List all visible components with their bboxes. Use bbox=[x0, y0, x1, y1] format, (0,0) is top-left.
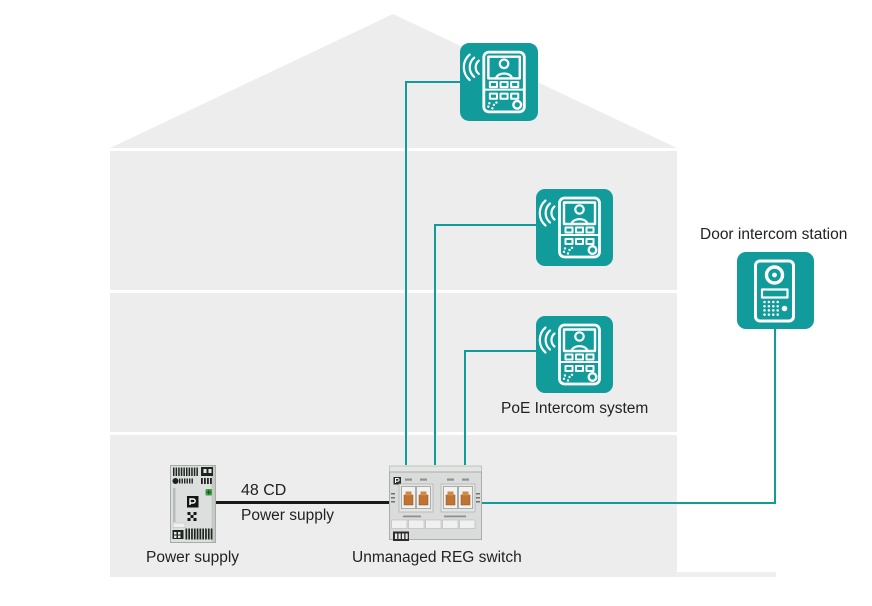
door-intercom-station-label: Door intercom station bbox=[700, 226, 848, 243]
dip-switch-block bbox=[393, 531, 409, 541]
rj45-ports bbox=[401, 486, 473, 509]
switch-logo-icon bbox=[393, 477, 401, 485]
cable-switch-to-top-intercom-horizontal bbox=[405, 81, 461, 83]
power-cable-voltage-label: 48 CD bbox=[241, 482, 287, 499]
qr-code bbox=[187, 512, 197, 521]
power-supply-device-image bbox=[170, 465, 216, 543]
poe-intercom-icon-top-floor bbox=[460, 43, 538, 121]
cable-switch-to-lower-intercom-horizontal bbox=[464, 350, 537, 352]
poe-intercom-icon-lower-floor bbox=[536, 316, 613, 393]
reg-switch-device-image bbox=[389, 465, 482, 541]
poe-intercom-icon-middle-floor bbox=[536, 189, 613, 266]
reg-switch-label: Unmanaged REG switch bbox=[352, 549, 522, 566]
phoenix-logo-icon bbox=[187, 496, 199, 508]
power-cable-supply-to-switch bbox=[216, 501, 390, 504]
ground-line bbox=[677, 572, 776, 577]
cable-switch-to-middle-intercom-horizontal bbox=[434, 224, 537, 226]
dc-ok-led bbox=[205, 489, 212, 496]
cable-switch-to-door-station-horizontal bbox=[482, 502, 776, 504]
cable-switch-to-top-intercom-vertical bbox=[405, 81, 407, 465]
poe-intercom-system-label: PoE Intercom system bbox=[501, 400, 649, 417]
power-supply-label: Power supply bbox=[146, 549, 240, 566]
cable-switch-to-middle-intercom-vertical bbox=[434, 224, 436, 465]
door-intercom-station-icon bbox=[737, 252, 814, 329]
power-cable-name-label: Power supply bbox=[241, 507, 335, 524]
cable-switch-to-door-station-vertical bbox=[774, 328, 776, 504]
house-roof bbox=[110, 14, 677, 148]
cable-switch-to-lower-intercom-vertical bbox=[464, 350, 466, 465]
